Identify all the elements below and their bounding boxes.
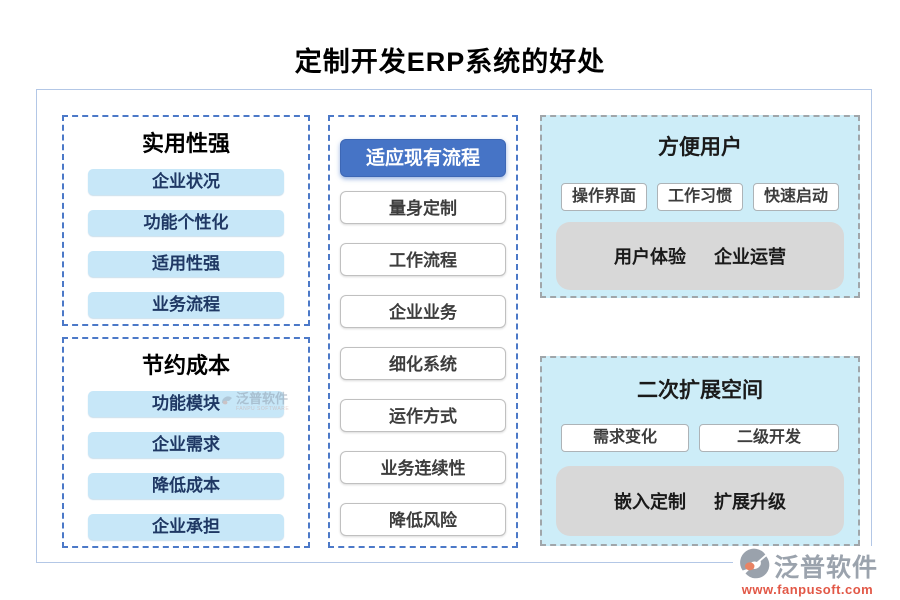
panel-tag-row: 需求变化 二级开发 [542,424,858,452]
panel-tag: 工作习惯 [656,183,743,211]
panel-user-convenience: 方便用户 操作界面 工作习惯 快速启动 用户体验 企业运营 [540,115,860,298]
panel-tag: 快速启动 [753,183,840,211]
benefit-item: 功能模块 [88,391,284,417]
summary-term: 嵌入定制 [614,492,686,512]
summary-term: 扩展升级 [714,492,786,512]
watermark: 泛普软件 FANPU SOFTWARE [220,392,289,413]
group-title: 实用性强 [141,131,230,156]
benefit-item: 企业需求 [88,432,284,458]
process-step: 降低风险 [340,503,506,536]
summary-term: 用户体验 [614,247,686,267]
panel-summary: 嵌入定制 扩展升级 [556,466,844,536]
benefit-item: 适用性强 [88,251,284,277]
page-title: 定制开发ERP系统的好处 [294,47,606,77]
benefit-item: 业务流程 [88,292,284,318]
benefit-group-practicality: 实用性强 企业状况 功能个性化 适用性强 业务流程 [62,115,310,326]
panel-expansion-space: 二次扩展空间 需求变化 二级开发 嵌入定制 扩展升级 [540,356,860,546]
summary-term: 企业运营 [714,247,786,267]
panel-title: 二次扩展空间 [637,379,763,402]
process-step: 工作流程 [340,243,506,276]
panel-tag: 需求变化 [561,424,689,452]
watermark-text: 泛普软件 [236,391,289,406]
brand-url: www.fanpusoft.com [741,582,874,597]
benefit-item: 功能个性化 [88,210,284,236]
panel-tag: 操作界面 [560,183,647,211]
process-step: 量身定制 [340,191,506,224]
panel-tag-row: 操作界面 工作习惯 快速启动 [542,183,858,211]
fanpu-logo-icon [737,546,771,585]
process-step: 运作方式 [340,399,506,432]
benefit-item: 降低成本 [88,473,284,499]
panel-tag: 二级开发 [699,424,839,452]
process-step: 业务连续性 [340,451,506,484]
benefit-group-cost-saving: 节约成本 功能模块 企业需求 降低成本 企业承担 [62,337,310,548]
benefit-item: 企业承担 [88,514,284,540]
process-step: 企业业务 [340,295,506,328]
group-title: 节约成本 [141,353,230,378]
panel-summary: 用户体验 企业运营 [556,222,844,290]
benefit-item: 企业状况 [88,169,284,195]
panel-title: 方便用户 [658,136,742,159]
process-step: 细化系统 [340,347,506,380]
brand-block: 泛普软件 www.fanpusoft.com [732,546,878,597]
brand-name: 泛普软件 [773,553,878,582]
process-step-active: 适应现有流程 [340,139,506,177]
watermark-logo-icon [220,394,234,413]
watermark-subtext: FANPU SOFTWARE [236,406,290,412]
process-column: 适应现有流程 量身定制 工作流程 企业业务 细化系统 运作方式 业务连续性 降低… [328,115,518,548]
